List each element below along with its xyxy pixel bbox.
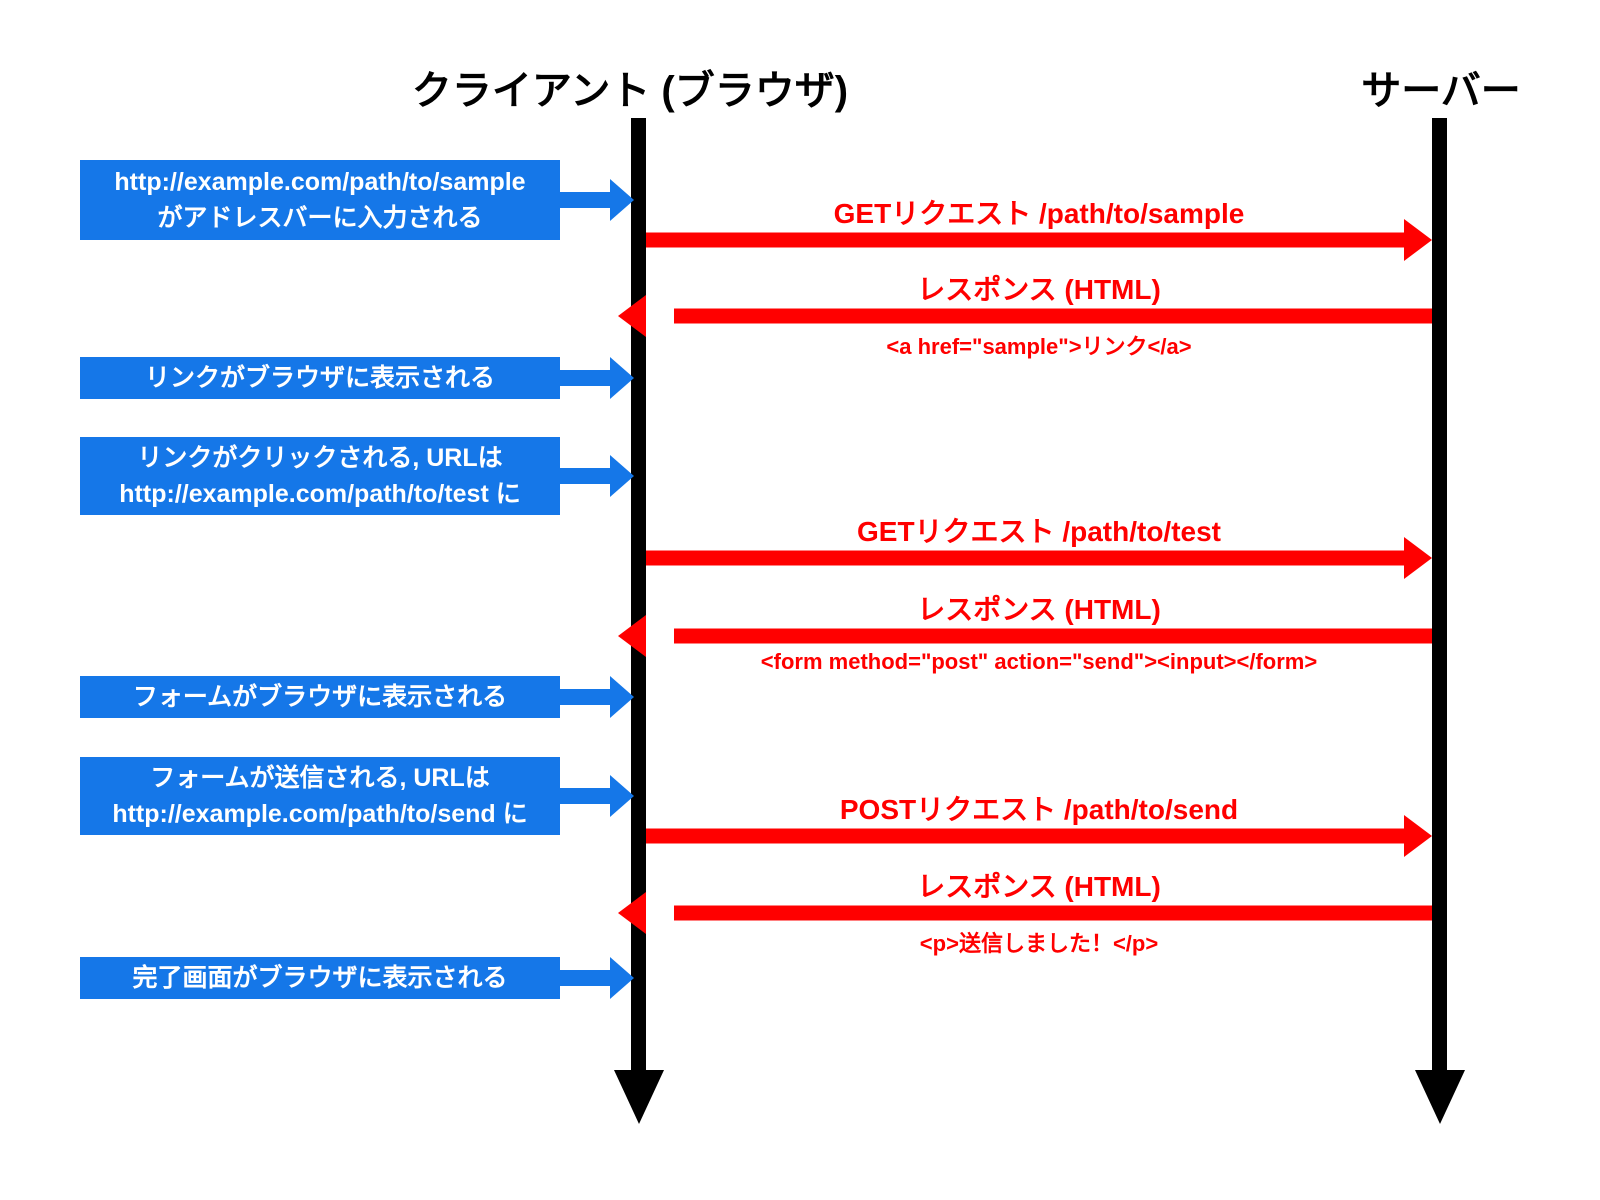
message-request-arrow — [646, 232, 1404, 248]
message-request-arrow — [646, 550, 1404, 566]
message-sublabel: <a href="sample">リンク</a> — [886, 334, 1192, 359]
message-response-arrow — [674, 905, 1432, 921]
message-response-arrow — [674, 308, 1432, 324]
client-lifeline-down-arrowhead-icon — [614, 1070, 664, 1124]
event-box: フォームが送信される, URLは http://example.com/path… — [80, 757, 560, 835]
right-arrowhead-icon — [610, 957, 634, 999]
client-lane-title: クライアント (ブラウザ) — [411, 69, 849, 113]
right-arrowhead-icon — [610, 676, 634, 718]
server-lifeline — [1432, 118, 1447, 1070]
left-arrowhead-icon — [618, 615, 646, 657]
right-arrowhead-icon — [610, 179, 634, 221]
event-arrow-shaft — [560, 788, 610, 804]
message-label: レスポンス (HTML) — [917, 871, 1161, 902]
event-arrow-shaft — [560, 689, 610, 705]
event-line: http://example.com/path/to/sample — [114, 167, 526, 196]
message-request-arrow — [646, 828, 1404, 844]
left-arrowhead-icon — [618, 892, 646, 934]
event-arrow-shaft — [560, 468, 610, 484]
event-line: フォームが送信される, URLは — [150, 763, 490, 792]
message-label: レスポンス (HTML) — [917, 274, 1161, 305]
event-arrow-shaft — [560, 192, 610, 208]
left-arrowhead-icon — [618, 295, 646, 337]
right-arrowhead-icon — [610, 455, 634, 497]
event-line: リンクがブラウザに表示される — [144, 363, 495, 392]
event-box: フォームがブラウザに表示される — [80, 676, 560, 718]
message-response-arrow — [674, 628, 1432, 644]
event-arrow-shaft — [560, 970, 610, 986]
right-arrowhead-icon — [1404, 815, 1432, 857]
right-arrowhead-icon — [1404, 537, 1432, 579]
event-line: フォームがブラウザに表示される — [132, 682, 508, 711]
server-lifeline-down-arrowhead-icon — [1415, 1070, 1465, 1124]
message-sublabel: <p>送信しました！</p> — [919, 931, 1159, 956]
message-sublabel: <form method="post" action="send"><input… — [760, 649, 1318, 674]
event-line: http://example.com/path/to/test に — [119, 480, 521, 508]
message-label: レスポンス (HTML) — [917, 594, 1161, 625]
message-label: GETリクエスト /path/to/test — [856, 516, 1222, 547]
event-line: 完了画面がブラウザに表示される — [132, 963, 508, 992]
event-box: リンクがクリックされる, URLは http://example.com/pat… — [80, 437, 560, 515]
right-arrowhead-icon — [610, 357, 634, 399]
server-lane-title: サーバー — [1361, 69, 1521, 113]
message-label: POSTリクエスト /path/to/send — [839, 794, 1239, 825]
event-line: がアドレスバーに入力される — [157, 204, 483, 232]
event-line: http://example.com/path/to/send に — [112, 800, 528, 828]
event-arrow-shaft — [560, 370, 610, 386]
right-arrowhead-icon — [610, 775, 634, 817]
client-lifeline — [631, 118, 646, 1070]
event-line: リンクがクリックされる, URLは — [137, 443, 503, 472]
event-box: 完了画面がブラウザに表示される — [80, 957, 560, 999]
event-box: リンクがブラウザに表示される — [80, 357, 560, 399]
event-box: http://example.com/path/to/sample がアドレスバ… — [80, 160, 560, 240]
message-label: GETリクエスト /path/to/sample — [833, 198, 1245, 229]
right-arrowhead-icon — [1404, 219, 1432, 261]
